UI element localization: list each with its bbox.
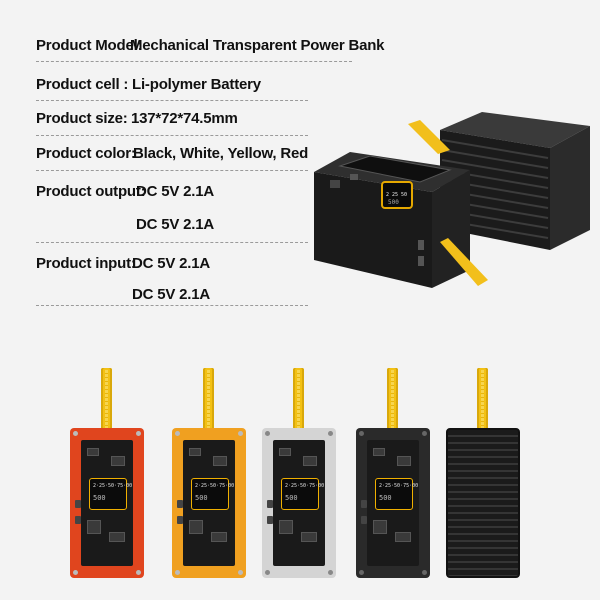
divider [36,100,308,101]
screen-readout: 2·25·50·75·00 [285,483,325,489]
strap-bottom [440,238,488,286]
specs-panel: Product Model: Mechanical Transparent Po… [36,37,385,306]
circuit-board: 2·25·50·75·00 500 [177,440,235,566]
variant-case: 2·25·50·75·00 500 [70,428,144,578]
strap [477,368,488,434]
circuit-board: 2·25·50·75·00 500 [267,440,325,566]
display-screen: 2·25·50·75·00 500 [89,478,132,510]
screen-readout: 2·25·50·75·00 [379,483,419,489]
divider [36,305,308,306]
strap [203,368,214,434]
circuit-board: 2·25·50·75·00 500 [361,440,419,566]
strap [101,368,112,434]
spec-input-label: Product input: [36,255,136,272]
variant-case: 2·25·50·75·00 500 [356,428,430,578]
screen-capacity: 500 [285,494,298,502]
spec-input-value-2: DC 5V 2.1A [132,286,211,303]
spec-output: Product output: DC 5V 2.1A [36,183,214,200]
spec-size-label: Product size: [36,110,128,127]
variant-case-ribbed [446,428,520,578]
spec-output-value-1: DC 5V 2.1A [136,183,215,200]
screen-capacity: 500 [93,494,106,502]
strap-top [408,120,450,154]
variant-case: 2·25·50·75·00 500 [262,428,336,578]
spec-model: Product Model: Mechanical Transparent Po… [36,37,385,54]
variant-red: 2·25·50·75·00 500 [70,368,144,578]
variant-yellow: 2·25·50·75·00 500 [172,368,246,578]
spec-color-label: Product color: [36,145,136,162]
spec-input: Product input: DC 5V 2.1A [36,255,210,272]
divider [36,242,308,243]
variant-black-back [446,368,520,578]
spec-cell-label: Product cell : [36,76,129,93]
spec-input-value-1: DC 5V 2.1A [132,255,211,272]
spec-model-label: Product Model: [36,37,143,54]
circuit-board: 2·25·50·75·00 500 [75,440,133,566]
strap [387,368,398,434]
hero-power-bank-image: 2 25 50 500 [314,112,590,288]
screen-capacity: 500 [379,494,392,502]
spec-size: Product size: 137*72*74.5mm [36,110,238,127]
variant-black: 2·25·50·75·00 500 [356,368,430,578]
variant-white: 2·25·50·75·00 500 [262,368,336,578]
svg-text:2 25 50: 2 25 50 [386,192,407,198]
spec-model-value: Mechanical Transparent Power Bank [130,37,385,54]
front-power-bank: 2 25 50 500 [314,152,470,288]
variant-case: 2·25·50·75·00 500 [172,428,246,578]
spec-color-value: Black, White, Yellow, Red [133,145,309,162]
spec-output-value-2: DC 5V 2.1A [136,216,215,233]
spec-output-label: Product output: [36,183,146,200]
display-screen: 2·25·50·75·00 500 [375,478,418,510]
display-screen: 2·25·50·75·00 500 [281,478,324,510]
divider [36,135,308,136]
screen-readout: 2·25·50·75·00 [195,483,235,489]
spec-color: Product color: Black, White, Yellow, Red [36,145,308,162]
spec-size-value: 137*72*74.5mm [131,110,238,127]
divider [36,61,352,62]
svg-text:500: 500 [388,199,399,206]
screen-capacity: 500 [195,494,208,502]
divider [36,170,308,171]
screen-readout: 2·25·50·75·00 [93,483,133,489]
spec-cell-value: Li-polymer Battery [132,76,261,93]
spec-cell: Product cell : Li-polymer Battery [36,76,261,93]
display-screen: 2·25·50·75·00 500 [191,478,234,510]
strap [293,368,304,434]
